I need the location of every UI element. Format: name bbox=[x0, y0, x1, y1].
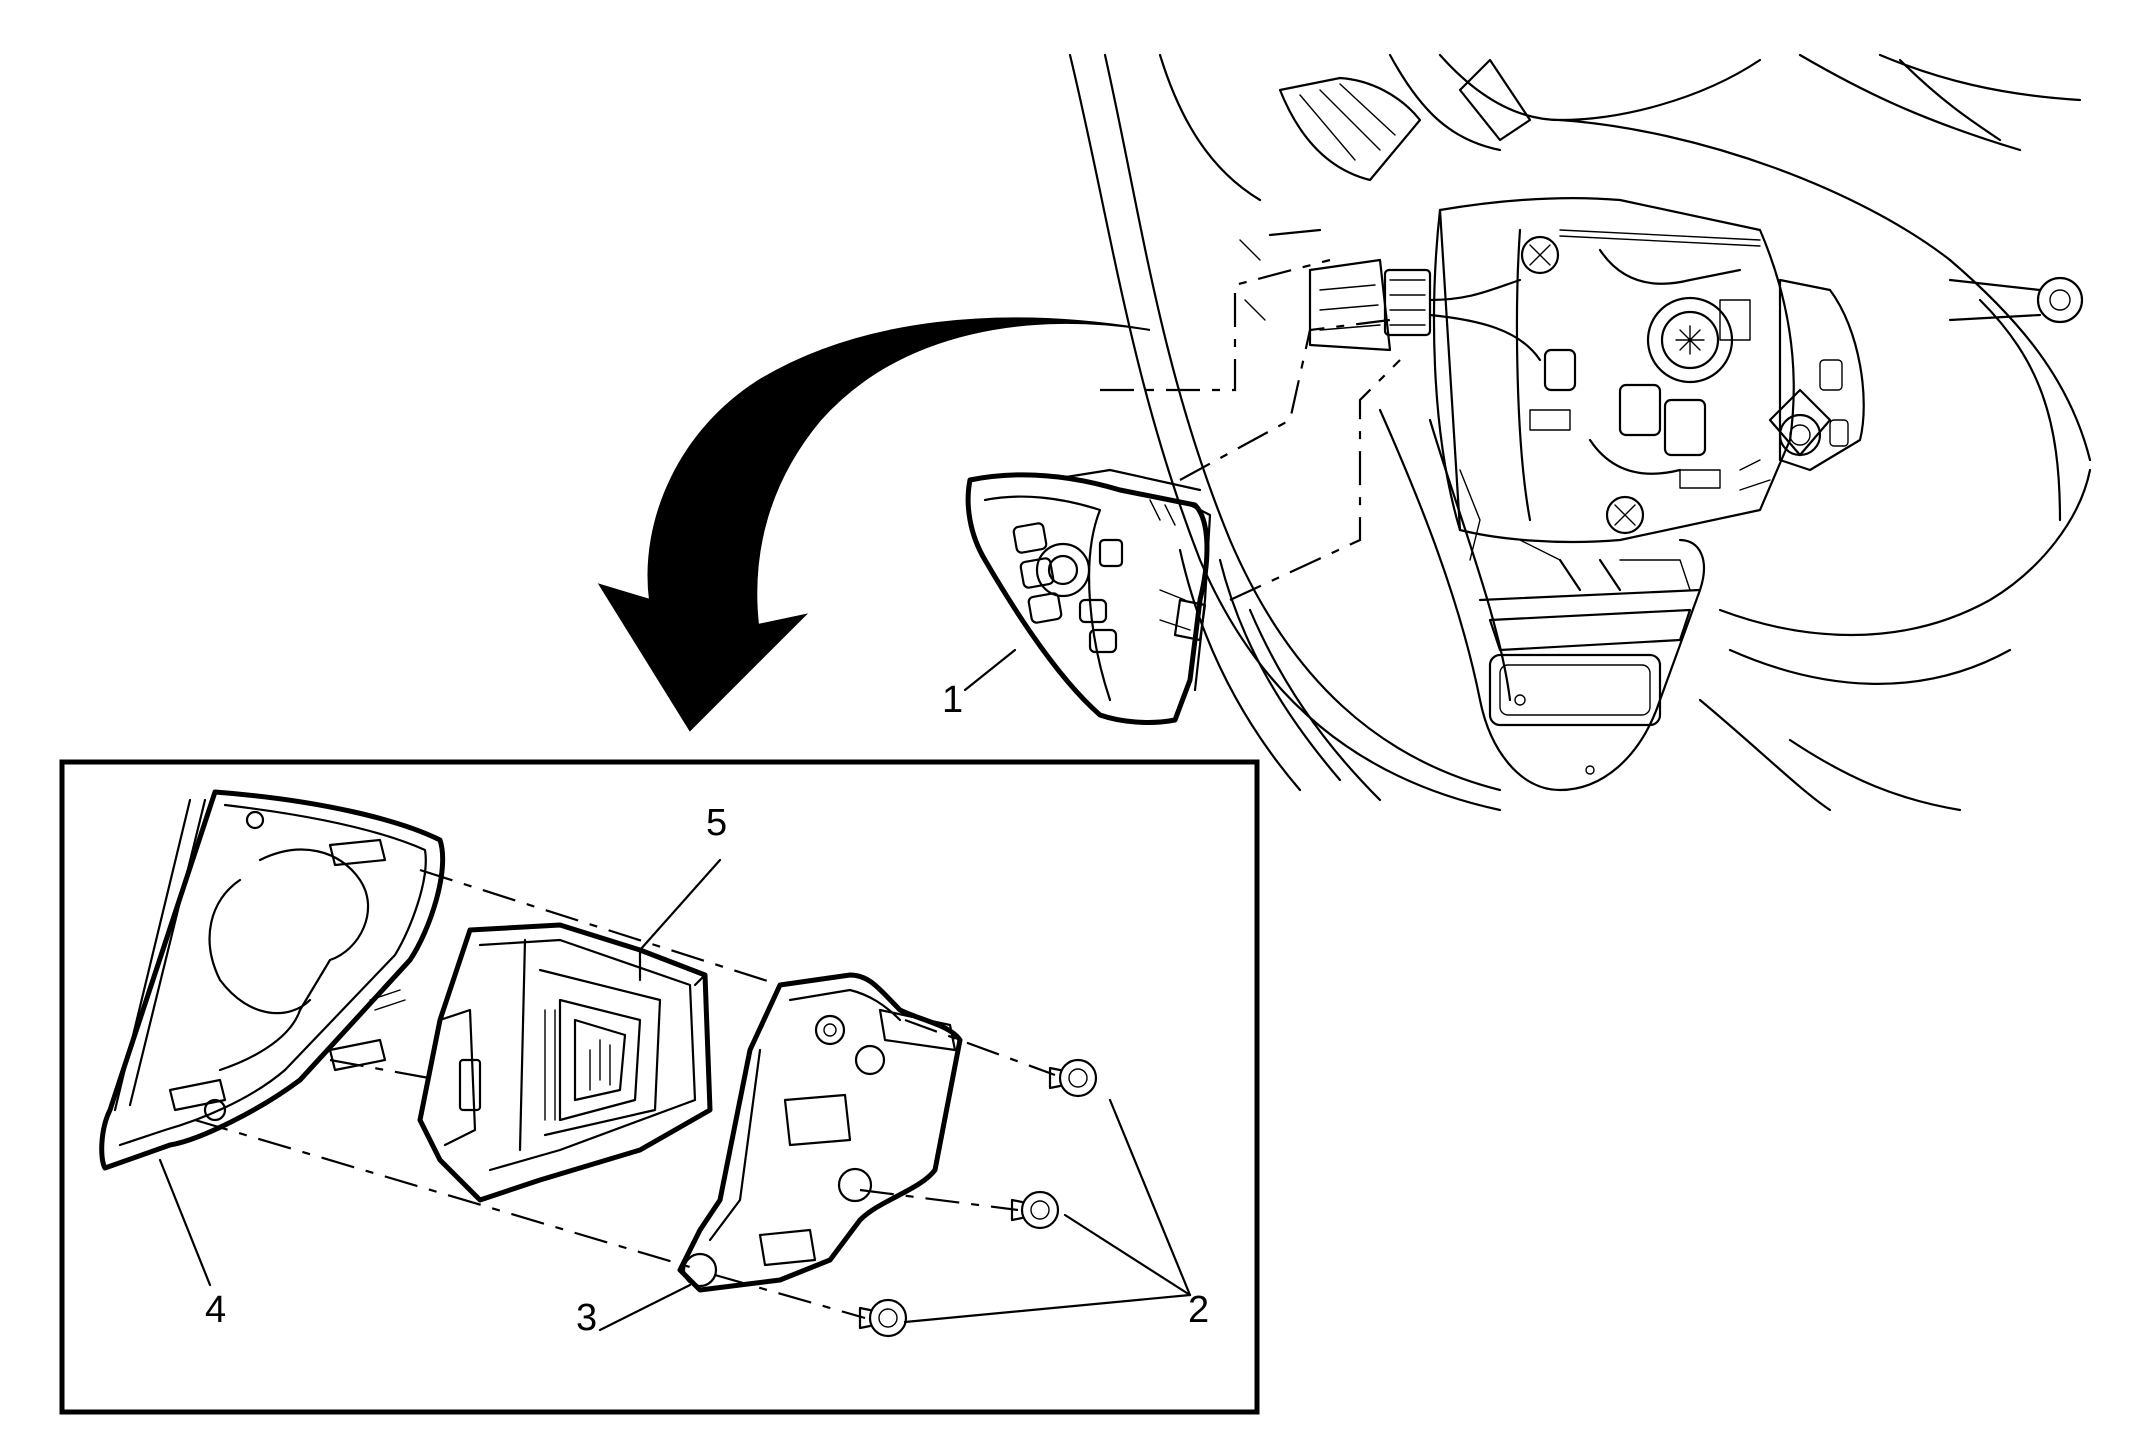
callout-2: 2 bbox=[1188, 1289, 1209, 1331]
exploded-view-inset-frame bbox=[59, 759, 1260, 1415]
inset-explode-lines bbox=[194, 868, 1056, 1320]
callout-4: 4 bbox=[205, 1289, 226, 1331]
screws-2 bbox=[858, 1058, 1098, 1338]
switch-module-5 bbox=[417, 922, 713, 1203]
steering-wheel-assembly bbox=[1068, 53, 2092, 812]
upper-explode-lines bbox=[1100, 258, 1401, 601]
screw-middle bbox=[1010, 1190, 1060, 1230]
callout-3: 3 bbox=[576, 1297, 597, 1339]
switch-bracket-3 bbox=[677, 972, 963, 1293]
removal-direction-arrow bbox=[597, 317, 1151, 732]
switch-bezel-4 bbox=[99, 789, 446, 1171]
screw-bottom bbox=[858, 1298, 908, 1338]
leader-lines bbox=[158, 648, 1192, 1332]
callout-1: 1 bbox=[942, 679, 963, 721]
steering-wheel-control-switch-1 bbox=[965, 468, 1212, 725]
screw-top bbox=[1048, 1058, 1098, 1098]
callout-5: 5 bbox=[706, 802, 727, 844]
